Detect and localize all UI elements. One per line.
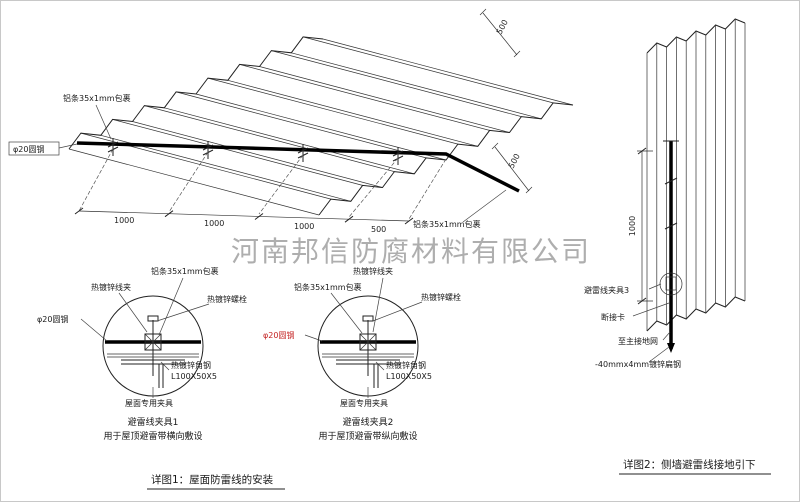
detail-1-bolt-leader (156, 303, 210, 322)
dim-500-mid: 500 (507, 152, 522, 170)
detail-2-angle-steel (336, 359, 400, 388)
disconnect-link-label: 断接卡 (601, 312, 625, 322)
detail-2-angle-label-1: 热镀锌角钢 (386, 360, 426, 370)
down-lead-clamp-ticks (664, 177, 678, 230)
detail-2-round-steel-label: φ20圆钢 (263, 330, 294, 340)
detail-1-clip-leader (118, 292, 148, 333)
detail-2-roof-sheet (322, 353, 414, 358)
detail-1-subtitle: 用于屋顶避雷带横向敷设 (103, 430, 202, 442)
dimension-ticks (74, 207, 414, 225)
side-wall-view: 1000 避雷线夹具3 断接卡 至主接地网 -40mmx4mm镀锌扁钢 详图2：… (584, 18, 771, 475)
detail-1-fixture-label: 屋面专用夹具 (125, 398, 173, 408)
wall-clamp-symbol (665, 276, 677, 291)
alu-strip-leader-right (462, 189, 507, 223)
roof-callouts: 铝条35x1mm包裹 φ20圆钢 铝条35x1mm包裹 (8, 93, 507, 229)
lightning-protection-wire (76, 141, 520, 193)
detail-1-title: 避雷线夹具1 (128, 416, 179, 428)
detail-2-clip-leader (372, 277, 384, 333)
detail-2-subtitle: 用于屋顶避雷带纵向敷设 (318, 430, 417, 442)
detail-2-angle-label-2: L100X50X5 (386, 372, 432, 381)
detail-1-bolt-label: 热镀锌螺栓 (207, 294, 247, 304)
dim-line-mid-right (491, 142, 533, 194)
alu-strip-label-top: 铝条35x1mm包裹 (63, 93, 131, 103)
detail-1-round-steel-label: φ20圆钢 (37, 314, 68, 324)
to-main-ground-leader (662, 331, 671, 341)
dim-500-top: 500 (495, 18, 510, 36)
detail-2-round-steel-leader (304, 334, 323, 342)
roof-corrugation-ridges (68, 36, 574, 216)
wall-corrugation-lines (646, 19, 746, 331)
detail-1-alu-leader (158, 277, 184, 336)
flat-steel-leader (648, 346, 670, 363)
round-steel-leader (58, 143, 78, 149)
figure-1-caption: 详图1：屋面防雷线的安装 (147, 473, 285, 490)
clamp-3-leader (648, 283, 662, 290)
roof-isometric-view: 1000 1000 1000 500 500 500 铝条35x1mm包裹 φ2… (8, 8, 574, 234)
dim-500-1: 500 (371, 225, 386, 234)
detail-2-alu-leader (330, 292, 363, 334)
wall-dim-1000: 1000 (628, 216, 637, 236)
detail-1-angle-label-2: L100X50X5 (171, 372, 217, 381)
to-ground-arrow (667, 343, 675, 353)
round-steel-label: φ20圆钢 (13, 144, 44, 154)
roof-dimension-line: 1000 1000 1000 500 (74, 207, 414, 234)
detail-1-round-steel-leader (80, 318, 108, 342)
alu-strip-leader-top (95, 104, 112, 140)
detail-1-clip-label: 热镀锌线夹 (91, 282, 131, 292)
figure-1-caption-text: 详图1：屋面防雷线的安装 (151, 473, 274, 486)
detail-1-roof-sheet (107, 353, 199, 358)
dim-1000-1: 1000 (114, 216, 134, 225)
wall-callouts: 避雷线夹具3 断接卡 至主接地网 -40mmx4mm镀锌扁钢 (584, 283, 681, 369)
detail-2-bolt-nut (362, 315, 374, 322)
dim-1000-3: 1000 (294, 222, 314, 231)
dim-1000-2: 1000 (204, 219, 224, 228)
detail-2-bolt-label: 热镀锌螺栓 (421, 292, 461, 302)
dimension-extension-lines (78, 148, 447, 220)
detail-2-fixture-label: 屋面专用夹具 (340, 398, 388, 408)
company-watermark: 河南邦信防腐材料有限公司 (231, 235, 591, 268)
wall-dim-ticks (637, 147, 647, 305)
detail-2-bolt-leader (372, 301, 423, 322)
detail-2-alu-label: 铝条35x1mm包裹 (294, 282, 362, 292)
detail-1-bolt-nut (147, 315, 159, 322)
to-main-ground-label: 至主接地网 (618, 336, 658, 346)
dimension-baseline (78, 210, 410, 222)
detail-circle-2: 铝条35x1mm包裹 热镀锌线夹 热镀锌螺栓 φ20圆钢 热镀锌角钢 L100X… (263, 266, 461, 442)
detail-marker-circle (659, 272, 683, 296)
disconnect-link-leader (632, 302, 670, 317)
figure-2-caption-text: 详图2：侧墙避雷线接地引下 (623, 458, 756, 471)
detail-2-clip-label: 热镀锌线夹 (353, 266, 393, 276)
detail-circle-1: 热镀锌线夹 铝条35x1mm包裹 热镀锌螺栓 φ20圆钢 热镀锌角钢 L100X… (37, 266, 247, 442)
round-steel-label-box (8, 141, 60, 156)
flat-steel-label: -40mmx4mm镀锌扁钢 (595, 359, 681, 369)
detail-1-alu-label: 铝条35x1mm包裹 (151, 266, 219, 276)
clamp-3-label: 避雷线夹具3 (584, 285, 629, 295)
figure-2-caption: 详图2：侧墙避雷线接地引下 (619, 458, 771, 475)
alu-strip-label-right: 铝条35x1mm包裹 (413, 219, 481, 229)
detail-1-angle-label-1: 热镀锌角钢 (171, 360, 211, 370)
roof-top-edge-profile (68, 36, 324, 150)
wall-dimension: 1000 (628, 147, 653, 305)
detail-2-title: 避雷线夹具2 (343, 416, 394, 428)
dim-line-top-right (479, 8, 521, 58)
detail-2-angle-leader (375, 361, 385, 371)
detail-1-angle-leader (160, 361, 170, 371)
wall-dim-line (637, 150, 653, 302)
roof-side-dimensions: 500 500 (479, 8, 533, 194)
detail-1-angle-steel (121, 359, 185, 388)
roof-bottom-edge-profile (318, 102, 574, 216)
